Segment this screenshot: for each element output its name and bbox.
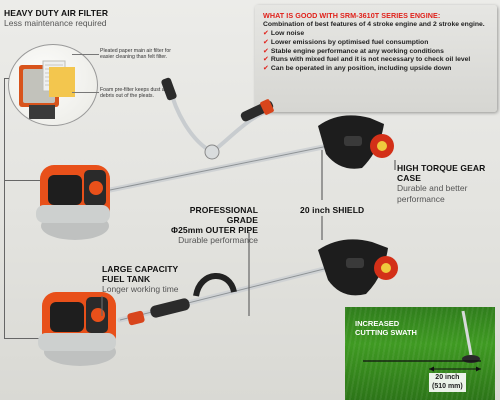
gear-case-feature: HIGH TORQUE GEAR CASE Durable and better…: [397, 163, 499, 205]
outer-pipe-title-2: Φ25mm OUTER PIPE: [171, 225, 258, 235]
filter-connector-top: [4, 78, 9, 80]
benefit-item: ✔Lower emissions by optimised fuel consu…: [263, 39, 429, 46]
upper-engine: [36, 165, 110, 240]
swath-heading: INCREASED CUTTING SWATH: [355, 319, 417, 337]
shield-feature: 20 inch SHIELD: [300, 205, 364, 215]
lower-loop-handle: [193, 273, 237, 297]
upper-throttle: [260, 99, 274, 115]
check-icon: ✔: [263, 39, 269, 46]
air-filter-illustration: [19, 60, 75, 119]
foam-note-pointer: [72, 92, 99, 94]
upper-shaft-shade: [109, 141, 349, 191]
check-icon: ✔: [263, 64, 269, 72]
swath-illustration: [363, 310, 481, 372]
filter-connector-line: [4, 78, 6, 338]
benefits-title: WHAT IS GOOD WITH SRM-3610T SERIES ENGIN…: [263, 11, 441, 20]
shield-title: 20 inch SHIELD: [300, 205, 365, 215]
air-filter-title: HEAVY DUTY AIR FILTER: [4, 8, 109, 18]
upper-shield: [318, 115, 394, 169]
fuel-tank-title-2: FUEL TANK: [102, 274, 151, 284]
cutting-swath-card: INCREASED CUTTING SWATH 20 inch (510 mm): [345, 307, 495, 400]
air-filter-subtitle: Less maintenance required: [4, 18, 107, 28]
outer-pipe-feature: PROFESSIONAL GRADE Φ25mm OUTER PIPE Dura…: [158, 205, 258, 246]
swath-measure-mm: (510 mm): [432, 382, 463, 390]
check-icon: ✔: [263, 47, 269, 55]
fuel-tank-subtitle: Longer working time: [102, 284, 179, 294]
air-filter-feature: HEAVY DUTY AIR FILTER Less maintenance r…: [4, 8, 154, 29]
upper-handle-bar: [168, 87, 267, 155]
filter-connector-lower-engine: [4, 338, 44, 340]
benefit-item: ✔Stable engine performance at any workin…: [263, 47, 444, 55]
upper-handle-clamp: [204, 144, 220, 160]
paper-note-pointer: [72, 54, 99, 56]
swath-title-2: CUTTING SWATH: [355, 328, 417, 337]
fuel-tank-title-1: LARGE CAPACITY: [102, 264, 179, 274]
engine-benefits-box: WHAT IS GOOD WITH SRM-3610T SERIES ENGIN…: [255, 5, 497, 112]
benefit-item: ✔Runs with mixed fuel and it is not nece…: [263, 56, 471, 64]
air-filter-closeup: [8, 44, 98, 126]
check-icon: ✔: [263, 30, 269, 38]
outer-pipe-subtitle: Durable performance: [178, 235, 258, 245]
check-icon: ✔: [263, 56, 269, 64]
lower-throttle: [127, 310, 145, 326]
paper-filter-note: Pleated paper main air filter for easier…: [100, 48, 171, 61]
lower-grip: [150, 298, 190, 318]
benefits-list: ✔Low noise ✔Lower emissions by optimised…: [263, 30, 491, 73]
lower-shield: [318, 239, 398, 296]
benefit-item: ✔Low noise: [263, 30, 305, 38]
swath-measurement: 20 inch (510 mm): [429, 373, 466, 392]
upper-left-grip: [161, 77, 177, 101]
benefit-item: ✔Can be operated in any position, includ…: [263, 64, 452, 72]
gear-case-subtitle: Durable and better performance: [397, 183, 468, 204]
gear-case-title: HIGH TORQUE GEAR CASE: [397, 163, 486, 183]
filter-connector-upper-engine: [4, 180, 44, 182]
swath-title-1: INCREASED: [355, 319, 400, 328]
fuel-tank-feature: LARGE CAPACITY FUEL TANK Longer working …: [102, 264, 202, 295]
benefits-intro: Combination of best features of 4 stroke…: [263, 21, 485, 28]
foam-filter-note: Foam pre-filter keeps dust and debris ou…: [100, 87, 171, 100]
outer-pipe-title-1: PROFESSIONAL GRADE: [189, 205, 258, 225]
lower-engine: [38, 292, 116, 366]
swath-measure-inch: 20 inch: [435, 374, 460, 381]
